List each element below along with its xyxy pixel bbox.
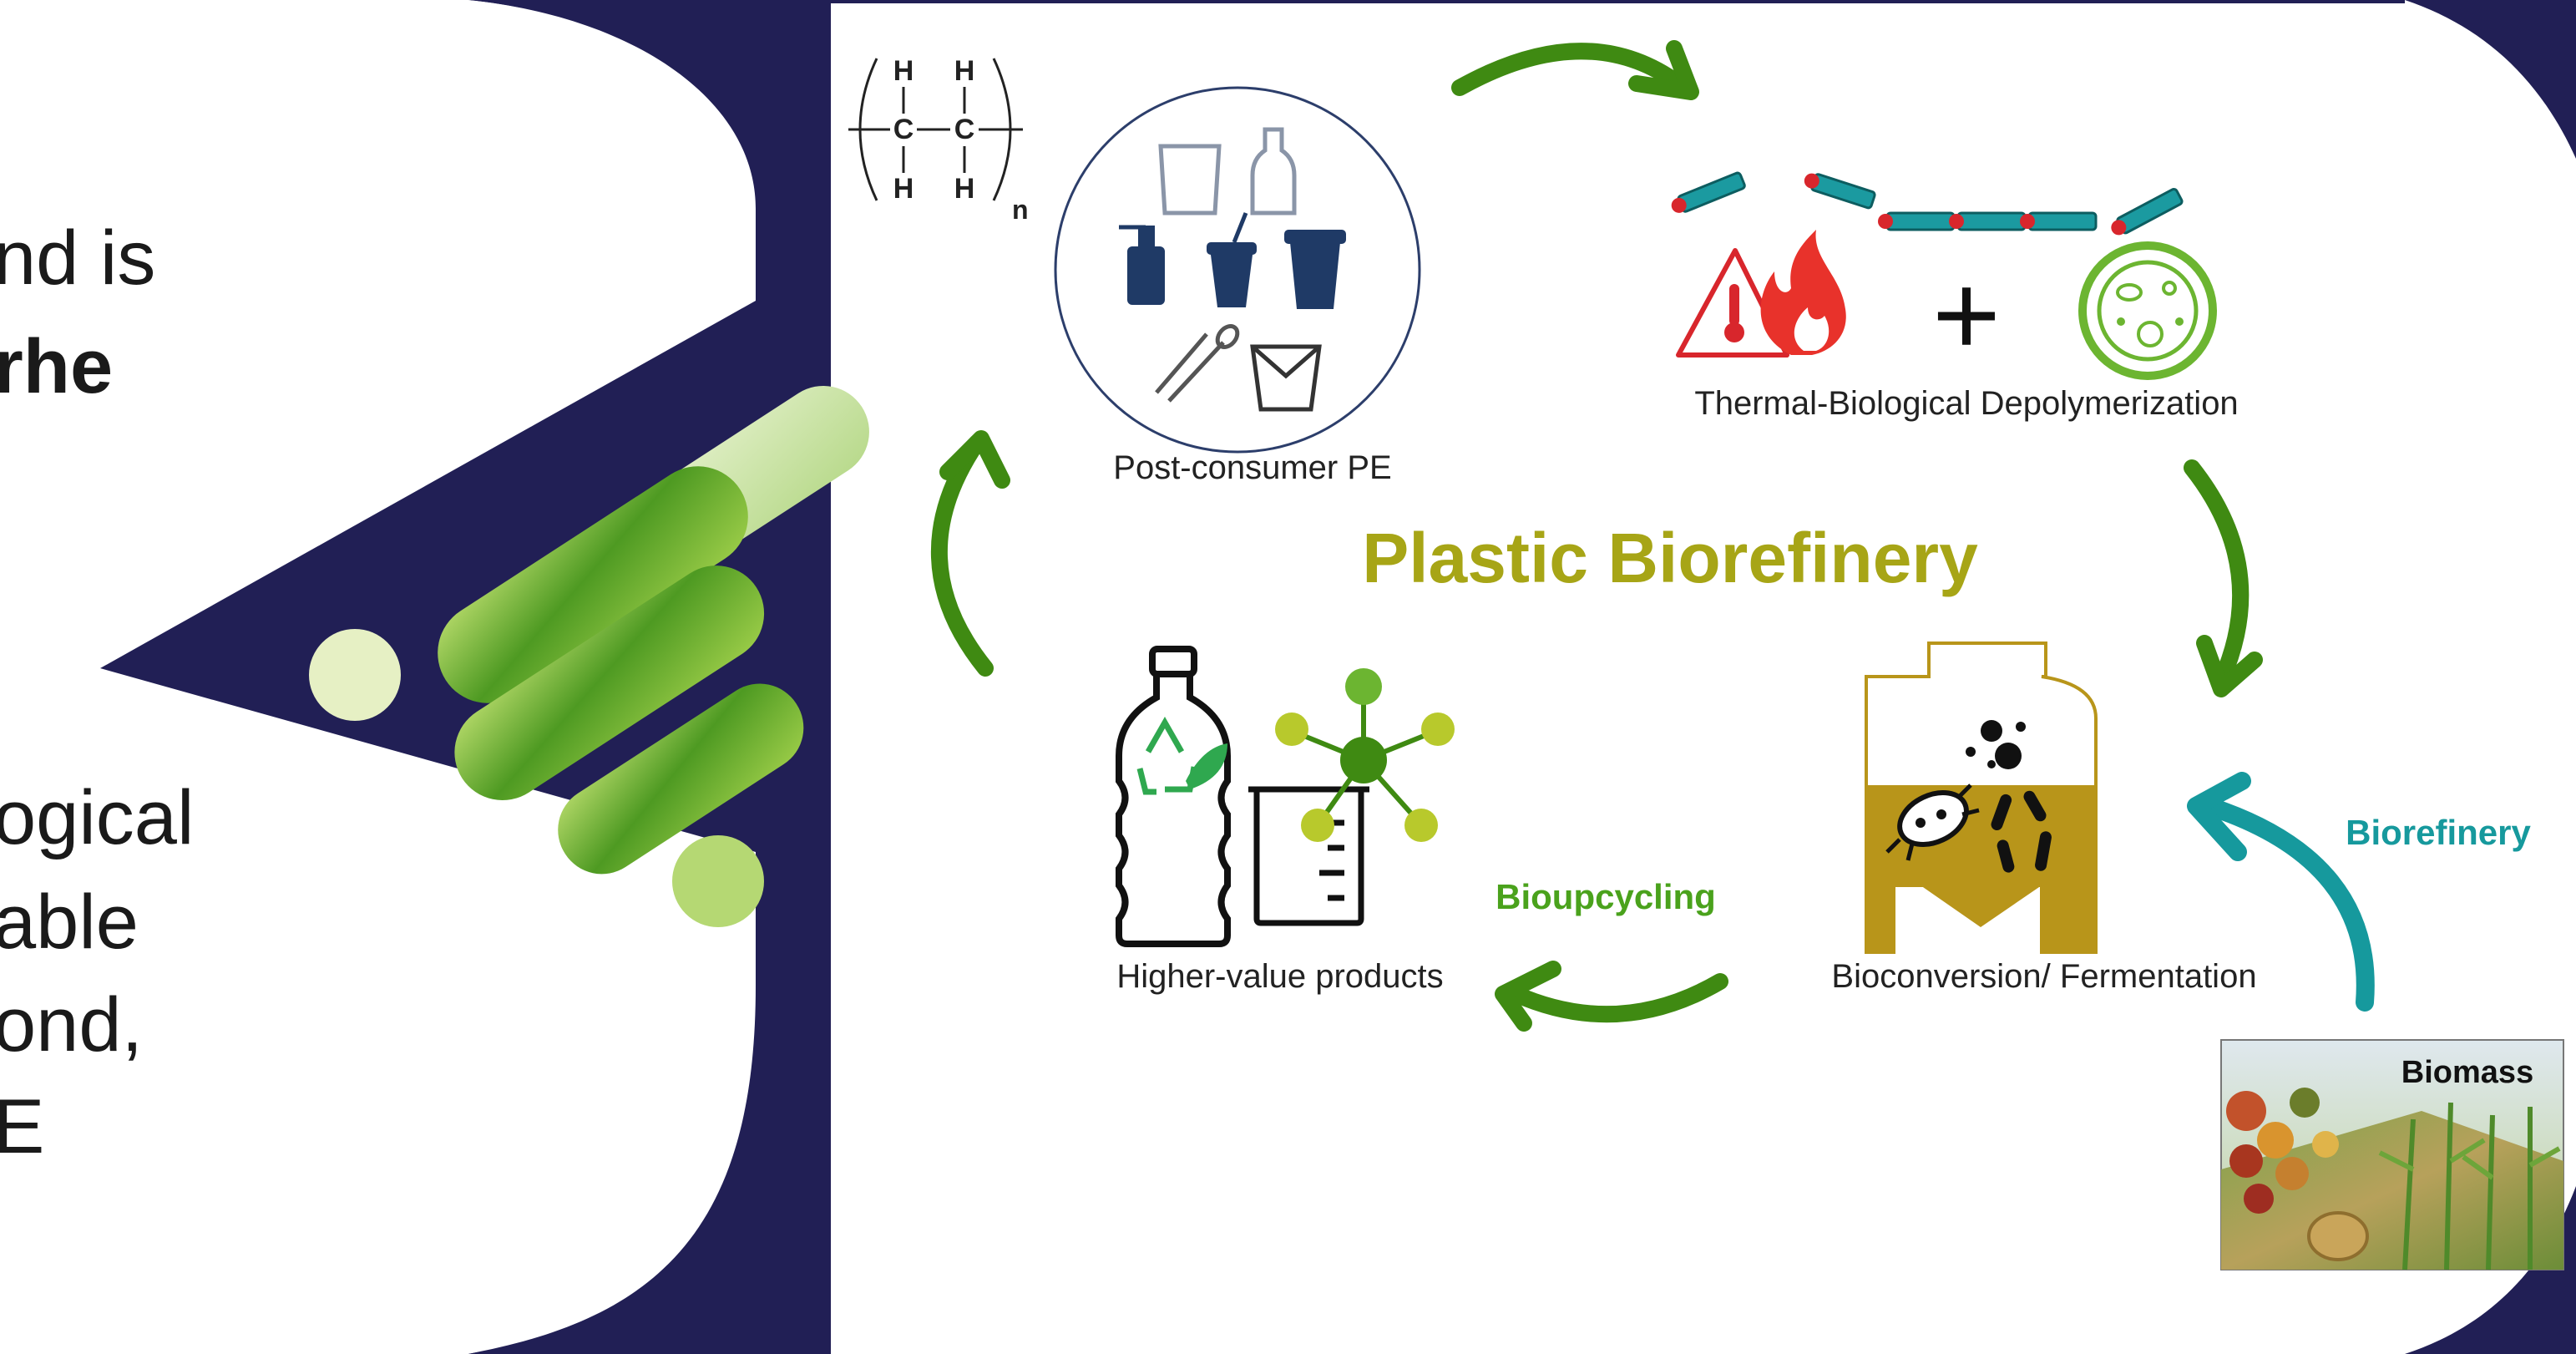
left-text-line-3: ogical	[0, 775, 194, 860]
plastic-items-icons	[1119, 127, 1346, 412]
formula-h-top-2: H	[954, 55, 975, 87]
left-slide-panel: nd is rhe ogical able ond, E	[0, 0, 869, 1354]
formula-subscript: n	[1012, 195, 1029, 225]
biorefinery-label: Biorefinery	[2346, 813, 2531, 852]
bioreactor-icon	[1865, 642, 2098, 954]
left-text-line-1: nd is	[0, 216, 155, 301]
formula-h-bottom-2: H	[954, 173, 975, 205]
post-consumer-label: Post-consumer PE	[1113, 449, 1391, 486]
polymer-chain-fragments	[1671, 171, 2184, 236]
bioconversion-node: Bioconversion/ Fermentation	[1831, 642, 2257, 995]
depolymerization-label: Thermal-Biological Depolymerization	[1694, 385, 2238, 422]
leaf-bars-image	[309, 385, 869, 927]
left-text-line-4: able	[0, 880, 139, 965]
formula-h-bottom-1: H	[893, 173, 914, 205]
biomass-photo: Biomass	[2220, 1039, 2564, 1270]
cycle-arrows	[931, 40, 2263, 1032]
bioupcycling-label: Bioupcycling	[1495, 877, 1716, 916]
arrow-to-post-consumer	[931, 434, 994, 677]
produce-pile	[2226, 1088, 2339, 1214]
right-navy-corner-top	[2405, 0, 2576, 159]
leaf-icon	[1186, 743, 1227, 789]
left-text-line-5: ond,	[0, 982, 143, 1067]
formula-h-top-1: H	[893, 55, 914, 87]
diagram-title: Plastic Biorefinery	[1362, 519, 1978, 597]
fire-icon	[1760, 230, 1846, 355]
biomass-label: Biomass	[2401, 1055, 2533, 1090]
diagram-panel	[831, 0, 2576, 1354]
hay-bale	[2307, 1211, 2369, 1261]
higher-value-label: Higher-value products	[1116, 958, 1443, 995]
right-navy-corner-bottom	[2405, 1186, 2576, 1354]
formula-c-1: C	[893, 114, 914, 145]
beaker-icon	[1248, 786, 1369, 926]
plus-sign: +	[1932, 249, 2001, 380]
arrow-to-higher-value	[1507, 973, 1728, 1023]
formula-c-2: C	[954, 114, 975, 145]
bioconversion-label: Bioconversion/ Fermentation	[1831, 958, 2256, 995]
left-text-line-6: E	[0, 1084, 44, 1169]
left-text-line-2: rhe	[0, 324, 113, 409]
left-text-block: nd is rhe ogical able ond, E	[0, 216, 194, 1169]
higher-value-node: Higher-value products	[1116, 646, 1455, 995]
microbe-dish-icon	[2078, 241, 2217, 380]
arrow-to-bioconversion	[2184, 459, 2250, 689]
molecule-icon	[1275, 668, 1455, 842]
post-consumer-pe-node: Post-consumer PE	[1054, 86, 1421, 486]
recycle-symbol-icon	[1136, 716, 1197, 795]
recycled-bottle-icon	[1116, 646, 1231, 947]
polyethylene-formula: H H C C H H n	[848, 55, 1029, 225]
heat-warning-icon	[1676, 248, 1789, 358]
white-chevron-shape	[0, 0, 735, 1354]
corn-stalks	[2378, 1102, 2561, 1270]
depolymerization-node: + Thermal-Biological Depolymerization	[1671, 171, 2239, 422]
arrow-to-depolymerization	[1451, 43, 1687, 96]
biorefinery-arrow	[2187, 772, 2375, 1012]
